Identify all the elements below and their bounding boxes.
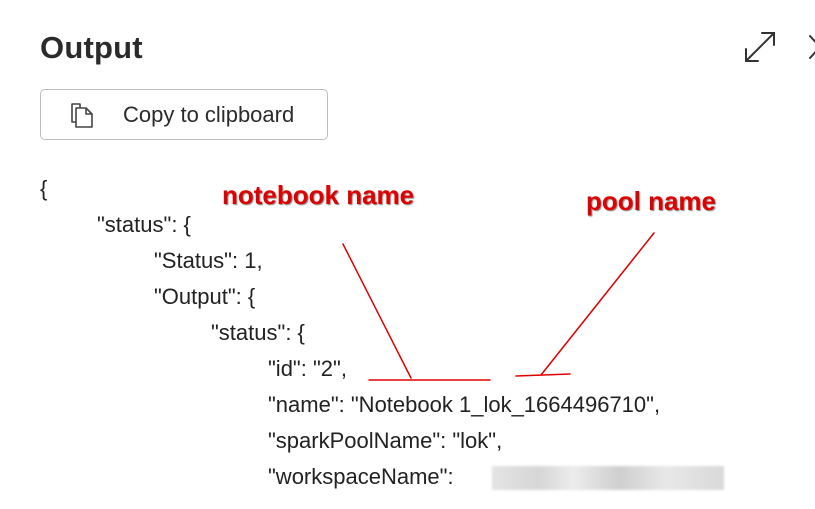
notebook-pointer-line bbox=[342, 243, 412, 379]
code-line: { bbox=[40, 176, 48, 201]
panel-title: Output bbox=[40, 30, 143, 65]
close-button[interactable] bbox=[805, 28, 815, 66]
code-line: "Output": { bbox=[154, 284, 256, 309]
code-line: "status": { bbox=[97, 212, 191, 237]
annotation-pool-name: pool name bbox=[586, 186, 717, 216]
expand-diagonal-arrows-icon bbox=[745, 32, 775, 62]
copy-icon bbox=[68, 100, 96, 130]
redacted-workspace-name bbox=[492, 466, 724, 490]
code-line: "status": { bbox=[211, 320, 305, 345]
pool-underline bbox=[515, 373, 571, 377]
copy-button-label: Copy to clipboard bbox=[123, 101, 295, 127]
copy-to-clipboard-button[interactable]: Copy to clipboard bbox=[40, 89, 328, 140]
close-icon bbox=[809, 35, 815, 59]
code-line: "sparkPoolName": "lok", bbox=[268, 428, 503, 453]
code-line: "id": "2", bbox=[268, 356, 347, 381]
code-line: "Status": 1, bbox=[154, 248, 263, 273]
expand-button[interactable] bbox=[740, 27, 780, 67]
pool-pointer-line bbox=[540, 232, 655, 376]
code-line: "name": "Notebook 1_lok_1664496710", bbox=[268, 392, 661, 417]
code-line: "workspaceName": bbox=[268, 464, 454, 489]
annotation-notebook-name: notebook name bbox=[222, 180, 415, 210]
